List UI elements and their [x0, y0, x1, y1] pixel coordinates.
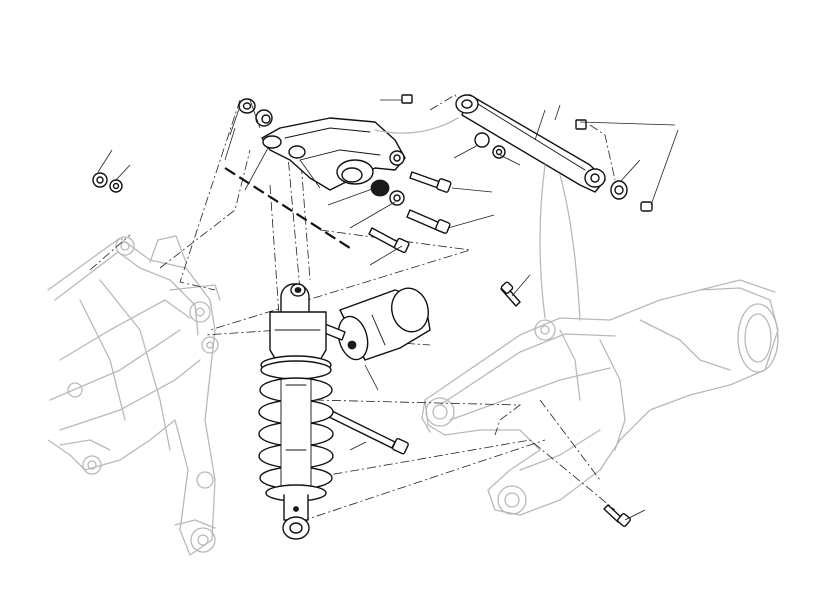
bolt-swingarm: [500, 281, 521, 307]
spring: [258, 377, 334, 491]
nut: [640, 201, 653, 212]
swingarm-ghost: [421, 279, 779, 516]
bushing-dark: [370, 179, 390, 197]
bolt-bottom: [603, 504, 631, 527]
curved-leaders: [374, 117, 581, 321]
bolt-head: [401, 94, 413, 104]
leader-lines: [97, 99, 679, 521]
bolt-long: [409, 171, 452, 193]
rocker-arm: [261, 117, 406, 191]
bolt-lower: [326, 409, 409, 455]
bolt-long: [368, 227, 410, 254]
bolt-long: [406, 209, 451, 234]
bushing: [474, 132, 490, 148]
frame-ghost: [47, 235, 221, 556]
tie-rod: [455, 94, 606, 193]
shock-absorber: [258, 283, 431, 540]
bolt-head: [575, 119, 587, 130]
pivot-axis-line: [224, 167, 351, 249]
